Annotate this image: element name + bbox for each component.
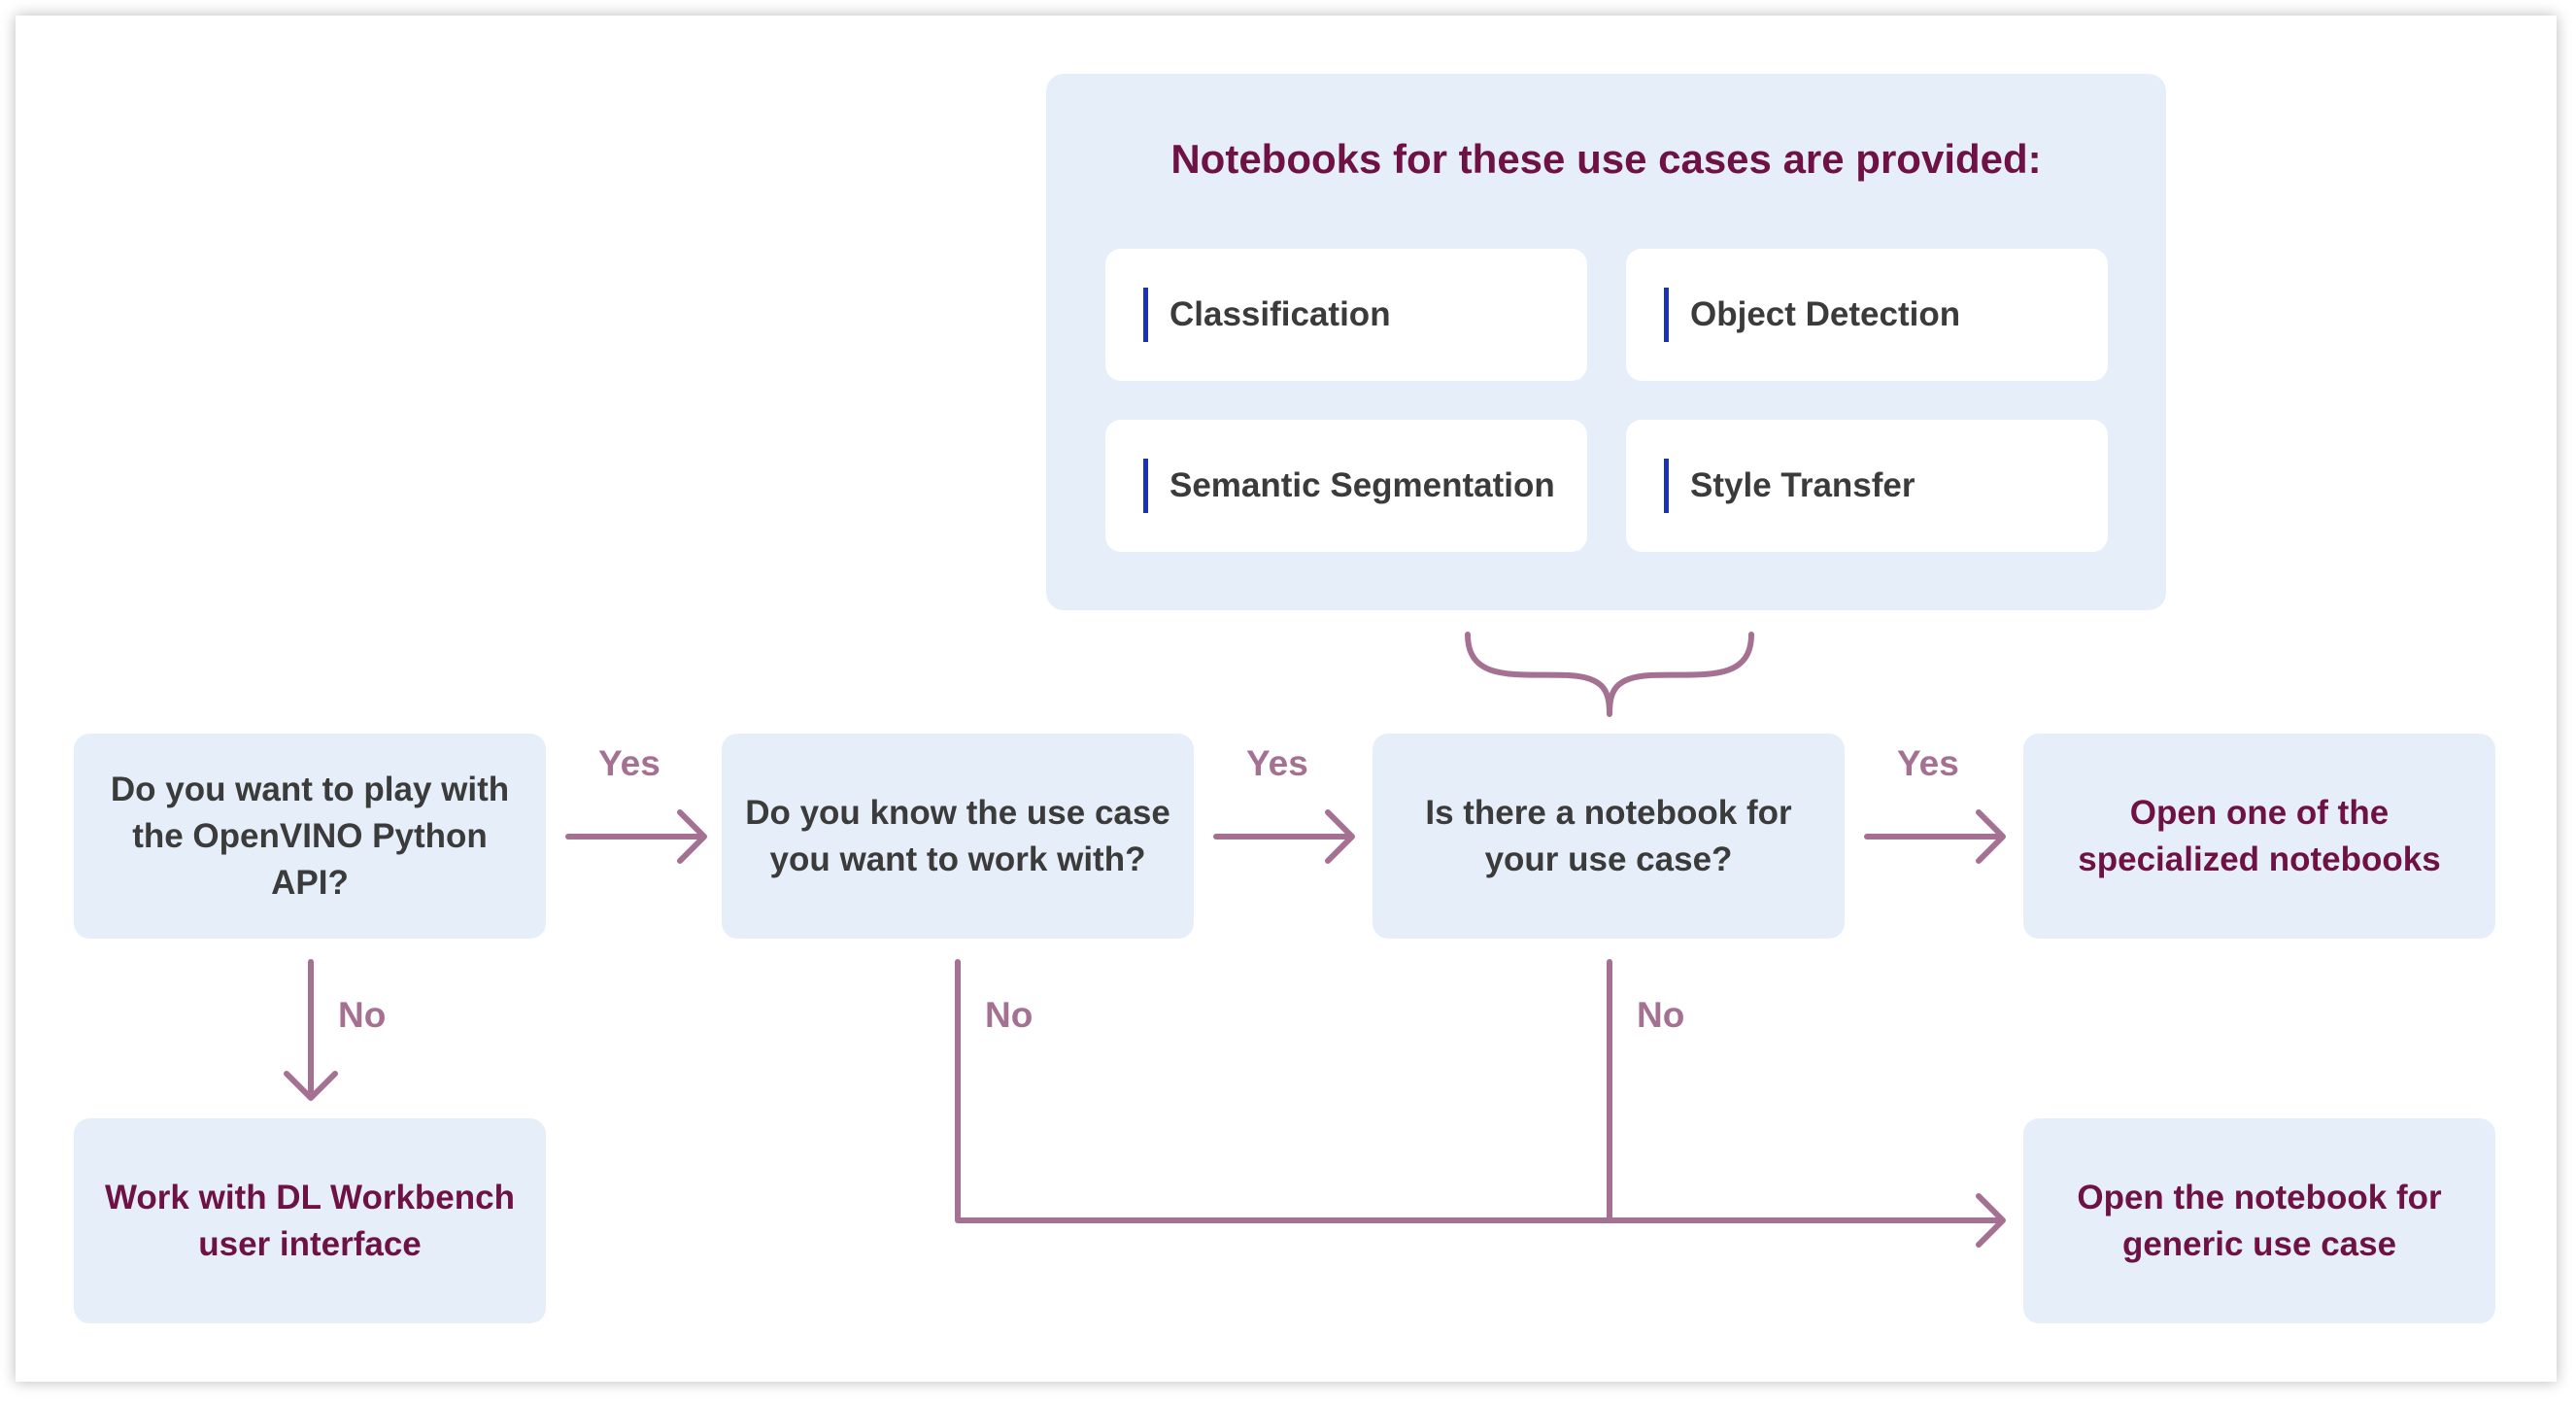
card-object-detection: Object Detection [1626,249,2108,381]
result-dl-workbench: Work with DL Workbench user interface [74,1118,546,1323]
card-classification: Classification [1105,249,1587,381]
card-accent-bar [1143,459,1148,513]
node-text: Work with DL Workbench user interface [105,1178,515,1263]
label-no-1: No [338,995,387,1035]
label-yes-3: Yes [1897,743,1959,783]
use-cases-panel: Notebooks for these use cases are provid… [1046,74,2166,610]
arrowhead-yes-1 [677,809,707,864]
arrowhead-generic [1976,1193,2006,1248]
label-yes-2: Yes [1246,743,1308,783]
panel-title: Notebooks for these use cases are provid… [1170,136,2042,182]
card-label: Classification [1169,295,1391,333]
question-know-use-case: Do you know the use case you want to wor… [722,734,1194,939]
node-text: Is there a notebook for your use case? [1425,793,1792,878]
arrowhead-no-1 [284,1071,338,1101]
label-yes-1: Yes [598,743,661,783]
label-no-3: No [1637,995,1685,1035]
arrowhead-yes-2 [1325,809,1355,864]
card-accent-bar [1664,288,1669,342]
node-text: Do you know the use case you want to wor… [745,793,1170,878]
card-label: Style Transfer [1690,466,1915,504]
card-semantic-segmentation: Semantic Segmentation [1105,420,1587,552]
card-label: Object Detection [1690,295,1961,333]
arrowhead-yes-3 [1976,809,2006,864]
result-specialized-notebooks: Open one of the specialized notebooks [2023,734,2495,939]
node-text: Open one of the specialized notebooks [2078,793,2441,878]
label-no-2: No [985,995,1034,1035]
card-accent-bar [1664,459,1669,513]
node-text: Open the notebook for generic use case [2077,1178,2442,1263]
question-openvino-api: Do you want to play with the OpenVINO Py… [74,734,546,939]
card-accent-bar [1143,288,1148,342]
question-notebook-exists: Is there a notebook for your use case? [1373,734,1845,939]
curly-brace [1465,632,1754,717]
card-label: Semantic Segmentation [1169,466,1555,504]
connector-no-2 [955,959,2001,1223]
result-generic-notebook: Open the notebook for generic use case [2023,1118,2495,1323]
card-style-transfer: Style Transfer [1626,420,2108,552]
node-text: Do you want to play with the OpenVINO Py… [110,770,510,902]
